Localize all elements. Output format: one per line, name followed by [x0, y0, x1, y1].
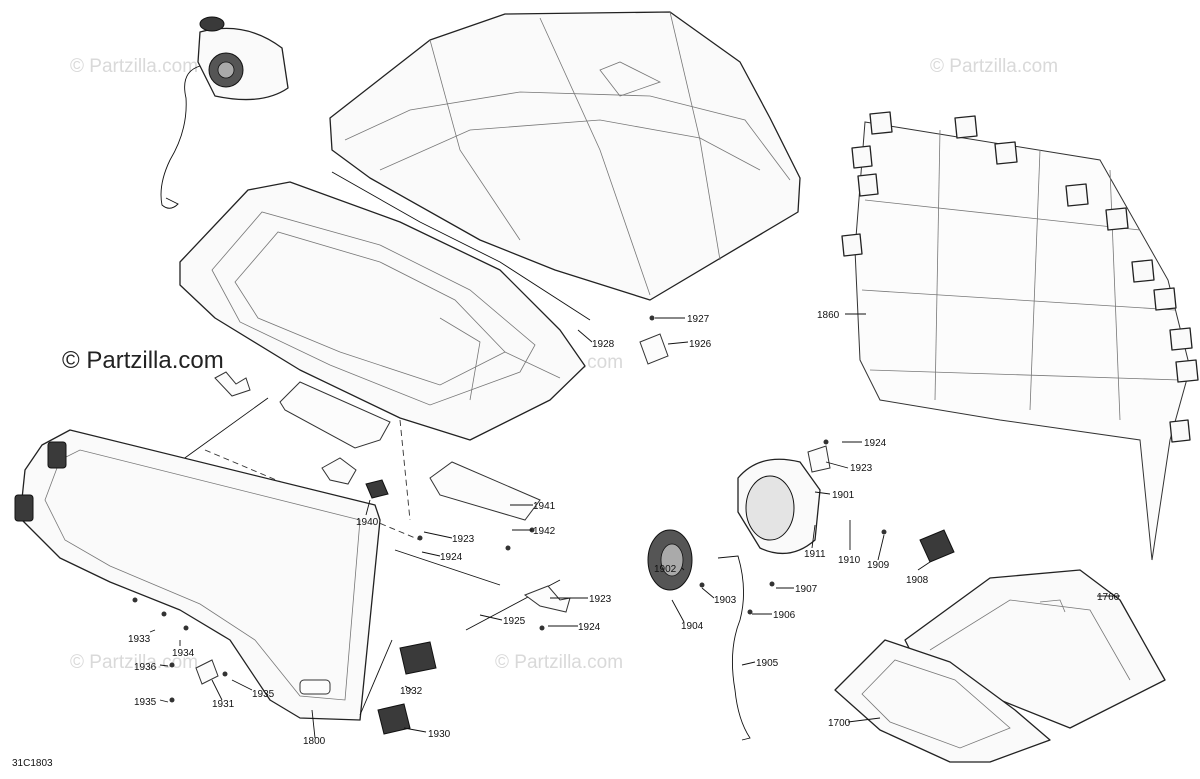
label-1933[interactable]: 1933	[128, 634, 151, 645]
rear-panel[interactable]	[14, 429, 381, 721]
clip-bracket[interactable]	[214, 371, 251, 397]
label-1934[interactable]: 1934	[172, 648, 195, 659]
label-1924b[interactable]: 1924	[578, 622, 601, 633]
label-1935[interactable]: 1935	[134, 697, 157, 708]
knob[interactable]	[919, 529, 955, 563]
label-1906[interactable]: 1906	[773, 610, 796, 621]
label-1904[interactable]: 1904	[681, 621, 704, 632]
side-pad[interactable]	[399, 641, 437, 675]
watermark: © Partzilla.com	[930, 56, 1058, 77]
upper-speaker[interactable]	[160, 16, 289, 209]
label-1927[interactable]: 1927	[687, 314, 710, 325]
roof-top-panel[interactable]	[329, 11, 801, 301]
label-1931[interactable]: 1931	[212, 699, 235, 710]
label-1940[interactable]: 1940	[356, 517, 379, 528]
label-1860[interactable]: 1860	[817, 310, 840, 321]
label-1923c[interactable]: 1923	[452, 534, 475, 545]
roof-liner[interactable]	[179, 181, 586, 441]
connector[interactable]	[365, 479, 389, 499]
label-1909[interactable]: 1909	[867, 560, 890, 571]
label-1910[interactable]: 1910	[838, 555, 861, 566]
label-1800[interactable]: 1800	[303, 736, 326, 747]
label-1928[interactable]: 1928	[592, 339, 615, 350]
label-1902[interactable]: 1902	[654, 564, 677, 575]
weather-strip[interactable]	[331, 171, 591, 321]
label-1936[interactable]: 1936	[134, 662, 157, 673]
rear-clip[interactable]	[639, 333, 669, 365]
label-1905[interactable]: 1905	[756, 658, 779, 669]
label-1941[interactable]: 1941	[533, 501, 556, 512]
part-labels: 1927 1926 1928 1860 1924 1923 1901 1911 …	[12, 310, 1120, 769]
label-1700[interactable]: 1700	[828, 718, 851, 729]
watermark: © Partzilla.com	[70, 652, 198, 673]
label-1923[interactable]: 1923	[850, 463, 873, 474]
label-1930[interactable]: 1930	[428, 729, 451, 740]
hardware	[132, 315, 887, 703]
side-pad[interactable]	[377, 703, 411, 735]
label-1926[interactable]: 1926	[689, 339, 712, 350]
clip-bracket[interactable]	[321, 457, 357, 485]
label-1911[interactable]: 1911	[804, 549, 826, 560]
latch[interactable]	[195, 659, 219, 685]
support-rod[interactable]	[181, 397, 269, 461]
support-rod[interactable]	[394, 549, 501, 586]
speaker-cable[interactable]	[717, 555, 751, 741]
copyright-text: © Partzilla.com	[62, 347, 224, 374]
diagram-code: 31C1803	[12, 758, 53, 769]
mount-bracket[interactable]	[523, 585, 571, 613]
label-1942[interactable]: 1942	[533, 526, 556, 537]
label-1935b[interactable]: 1935	[252, 689, 275, 700]
label-1932[interactable]: 1932	[400, 686, 423, 697]
label-1924[interactable]: 1924	[864, 438, 887, 449]
label-1907[interactable]: 1907	[795, 584, 818, 595]
roof-liner-small[interactable]	[834, 639, 1051, 763]
rear-speaker[interactable]	[737, 445, 831, 555]
label-1923b[interactable]: 1923	[589, 594, 612, 605]
access-panel[interactable]	[279, 381, 391, 449]
tweeter[interactable]	[647, 529, 693, 591]
leader-lines	[149, 313, 1120, 739]
label-1760[interactable]: 1760	[1097, 592, 1120, 603]
vertical-strip[interactable]	[359, 639, 393, 716]
label-1903[interactable]: 1903	[714, 595, 737, 606]
label-1908[interactable]: 1908	[906, 575, 929, 586]
label-1925[interactable]: 1925	[503, 616, 526, 627]
access-panel[interactable]	[429, 461, 541, 521]
label-1901[interactable]: 1901	[832, 490, 855, 501]
watermark: © Partzilla.com	[495, 652, 623, 673]
cargo-net[interactable]	[841, 111, 1199, 561]
label-1924c[interactable]: 1924	[440, 552, 463, 563]
watermark: © Partzilla.com	[70, 56, 198, 77]
